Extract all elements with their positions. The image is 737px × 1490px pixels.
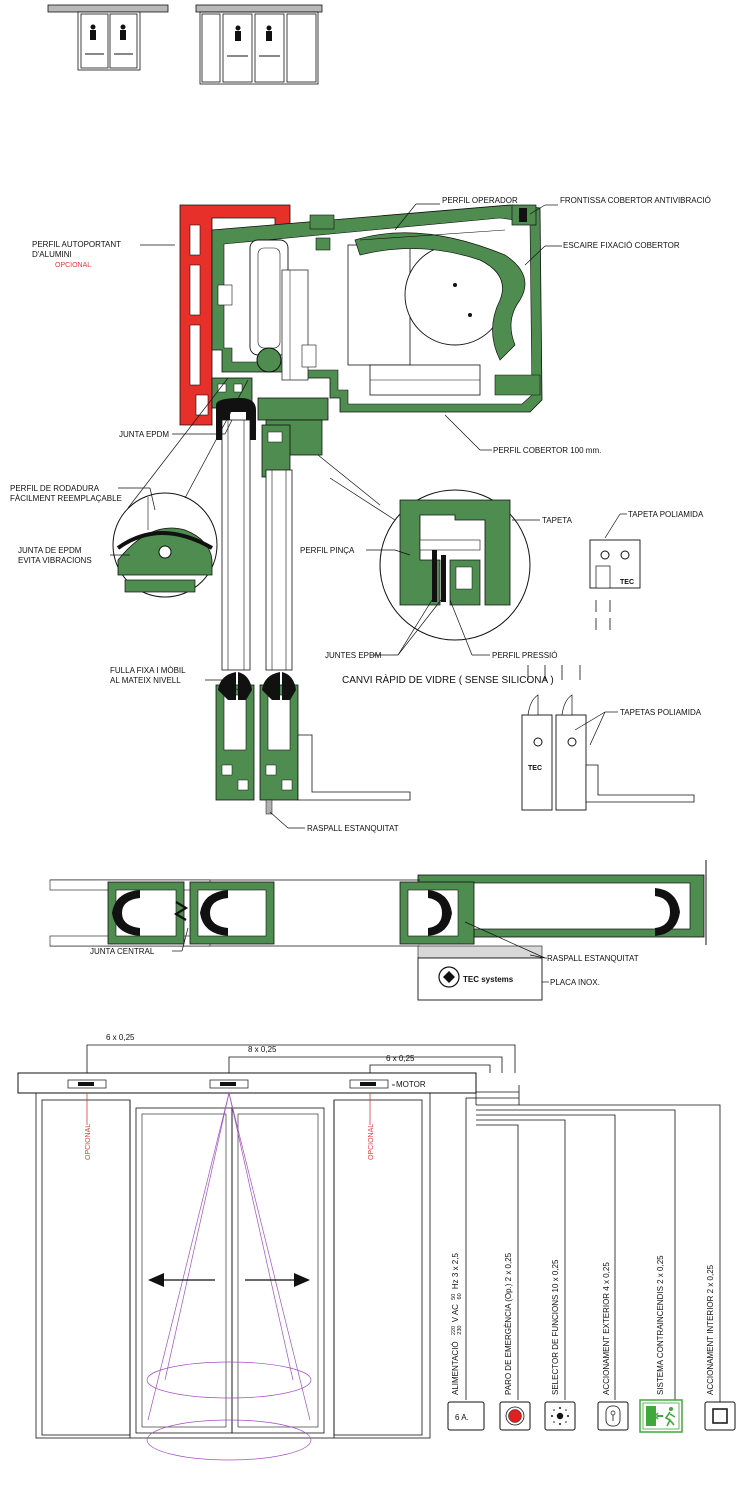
wiring-diagram: 6 x 0,25 8 x 0,25 6 x 0,25 MOTOR OPCIONA… [17,1033,736,1461]
door-icon-four-leaf [195,4,323,85]
connection-sistema-contraincendis: SISTEMA CONTRAINCENDIS 2 x 0,25 [656,1255,665,1395]
operator-section [179,204,543,478]
polyamide-covers-detail: TEC [521,665,695,811]
connection-accionament-interior: ACCIONAMENT INTERIOR 2 x 0,25 [706,1264,715,1395]
cable-center-sensor: 8 x 0,25 [248,1045,277,1054]
label-placa-inox: PLACA INOX. [550,978,600,987]
glass-leaves [221,419,293,671]
polyamide-cover-detail: TEC [589,539,641,630]
emergency-exit-icon [639,1399,683,1433]
label-perfil-autoportant-1: PERFIL AUTOPORTANT [32,240,121,249]
glass-clamp-magnifier [317,454,531,641]
door-icon-two-leaf [47,4,169,71]
plan-labels: RASPALL ESTANQUITAT JUNTA CENTRAL PLACA … [90,947,639,987]
cable-left-sensor: 6 x 0,25 [106,1033,135,1042]
label-tapeta: TAPETA [542,516,573,525]
plan-detail: TEC systems [49,860,707,1001]
label-junta-vibracions-1: JUNTA DE EPDM [18,546,82,555]
section-labels: PERFIL OPERADOR FRONTISSA COBERTOR ANTIV… [10,196,711,833]
label-fulla-fixa-1: FULLA FIXA I MÒBIL [110,666,186,675]
label-junta-epdm: JUNTA EPDM [119,430,169,439]
label-perfil-cobertor: PERFIL COBERTOR 100 mm. [493,446,601,455]
key-switch-icon [597,1401,629,1431]
label-perfil-pressio: PERFIL PRESSIÓ [492,651,558,660]
label-opcional-autoportant: OPCIONAL [55,262,91,269]
label-junta-central: JUNTA CENTRAL [90,947,155,956]
label-tapetas-poliamida: TAPETAS POLIAMIDA [620,708,702,717]
label-fulla-fixa-2: AL MATEIX NIVELL [110,676,181,685]
opcional-left: OPCIONAL [85,1124,92,1160]
radar-sensor-cone [146,1092,312,1461]
logo-text: TEC systems [463,975,514,984]
label-perfil-autoportant-2: D'ALUMINI [32,250,72,259]
cable-right-sensor: 6 x 0,25 [386,1054,415,1063]
label-escaire: ESCAIRE FIXACIÓ COBERTOR [563,241,680,250]
label-canvi-rapid: CANVI RÀPID DE VIDRE ( SENSE SILICONA ) [342,673,554,686]
fuse-icon: 6 A. [447,1401,485,1431]
motor-label: MOTOR [396,1080,426,1089]
connection-paro-emergencia: PARO DE EMERGÈNCIA (Op.) 2 x 0,25 [504,1252,513,1395]
push-button-icon [704,1401,736,1431]
rolling-profile-magnifier [112,377,249,598]
label-perfil-rodadura-1: PERFIL DE RODADURA [10,484,100,493]
label-perfil-operador: PERFIL OPERADOR [442,196,518,205]
svg-text:TEC: TEC [620,579,634,586]
label-tapeta-poliamida: TAPETA POLIAMIDA [628,510,704,519]
label-juntes-epdm: JUNTES EPDM [325,651,382,660]
emergency-stop-icon [499,1401,531,1431]
label-frontissa: FRONTISSA COBERTOR ANTIVIBRACIÓ [560,196,711,205]
connection-alimentacio: ALIMENTACIÓ 220 230 V AC 50 60 Hz 3 x 2,… [448,1253,463,1395]
bottom-rails [215,672,411,815]
section-leader-lines [110,203,627,829]
function-selector-icon [544,1401,576,1431]
fuse-label: 6 A. [455,1413,469,1422]
label-raspall-section: RASPALL ESTANQUITAT [307,824,399,833]
open-arrow-right-icon [245,1273,310,1287]
label-perfil-rodadura-2: FÀCILMENT REEMPLAÇABLE [10,494,122,503]
open-arrow-left-icon [148,1273,215,1287]
connection-selector-funcions: SELECTOR DE FUNCIONS 10 x 0,25 [551,1259,560,1395]
connection-accionament-exterior: ACCIONAMENT EXTERIOR 4 x 0,25 [602,1262,611,1395]
svg-text:TEC: TEC [528,765,542,772]
label-junta-vibracions-2: EVITA VIBRACIONS [18,556,92,565]
label-perfil-pinca: PERFIL PINÇA [300,546,355,555]
opcional-right: OPCIONAL [368,1124,375,1160]
label-raspall-plan: RASPALL ESTANQUITAT [547,954,639,963]
tec-logo-icon: TEC systems [438,966,514,988]
